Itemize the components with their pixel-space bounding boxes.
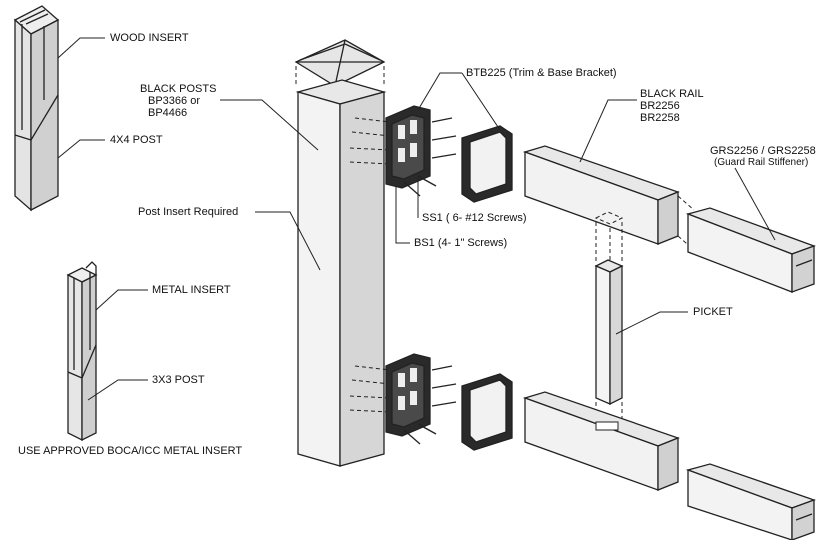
guard-rail-stiffener (685, 207, 816, 293)
label-br2256: BR2256 (640, 100, 680, 112)
label-3x3-post: 3X3 POST (152, 374, 205, 386)
leader-lines (57, 37, 776, 401)
label-guard-rail-stiffener: (Guard Rail Stiffener) (714, 157, 808, 168)
label-black-rail: BLACK RAIL (640, 88, 704, 100)
label-br2258: BR2258 (640, 112, 680, 124)
top-rail (522, 145, 695, 251)
label-ss1: SS1 ( 6- #12 Screws) (422, 212, 527, 224)
bottom-stiffener (685, 463, 816, 540)
top-trim (461, 125, 513, 203)
label-bs1: BS1 (4- 1" Screws) (414, 237, 507, 249)
label-metal-insert: METAL INSERT (152, 284, 231, 296)
label-grs: GRS2256 / GRS2258 (710, 145, 816, 157)
label-wood-insert: WOOD INSERT (110, 32, 189, 44)
metal-insert-3x3-post (66, 261, 98, 442)
label-post-insert-required: Post Insert Required (138, 206, 238, 218)
label-black-posts: BLACK POSTS (140, 83, 216, 95)
wood-insert-4x4-post (13, 5, 60, 212)
top-bracket (349, 105, 457, 197)
bottom-trim (461, 373, 513, 451)
bottom-bracket (349, 353, 457, 445)
black-post (294, 39, 387, 467)
label-4x4-post: 4X4 POST (110, 134, 163, 146)
label-btb225: BTB225 (Trim & Base Bracket) (466, 67, 617, 79)
label-bp3366: BP3366 or (148, 95, 200, 107)
label-picket: PICKET (693, 306, 733, 318)
label-bp4466: BP4466 (148, 107, 187, 119)
picket (594, 211, 624, 424)
label-use-approved: USE APPROVED BOCA/ICC METAL INSERT (18, 445, 242, 457)
bottom-rail (522, 391, 680, 491)
